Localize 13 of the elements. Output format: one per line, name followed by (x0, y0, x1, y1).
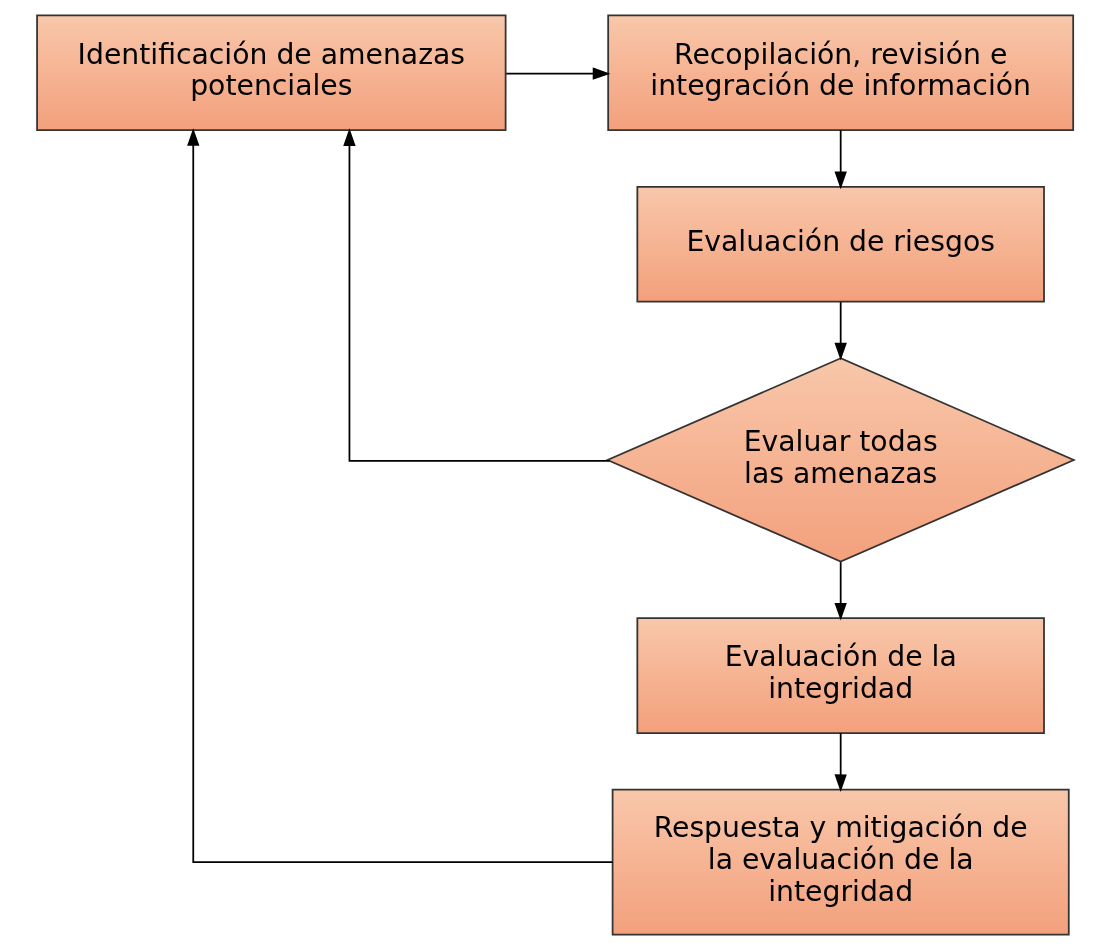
arrow (504, 67, 610, 80)
node-box: Recopilación, revisión e integración de información (606, 14, 1074, 132)
arrow (186, 128, 613, 864)
node-diamond: Evaluar todas las amenazas (604, 357, 1076, 563)
node-box: Identificación de amenazas potenciales (35, 14, 506, 132)
node-box: Evaluación de la integridad (635, 617, 1045, 735)
arrow (834, 561, 847, 621)
node-box: Respuesta y mitigación de la evaluación de la integridad (611, 788, 1070, 936)
arrow (834, 732, 847, 793)
arrow (342, 128, 610, 462)
arrow (834, 301, 847, 361)
node-box: Evaluación de riesgos (635, 185, 1045, 303)
arrow (834, 129, 847, 190)
